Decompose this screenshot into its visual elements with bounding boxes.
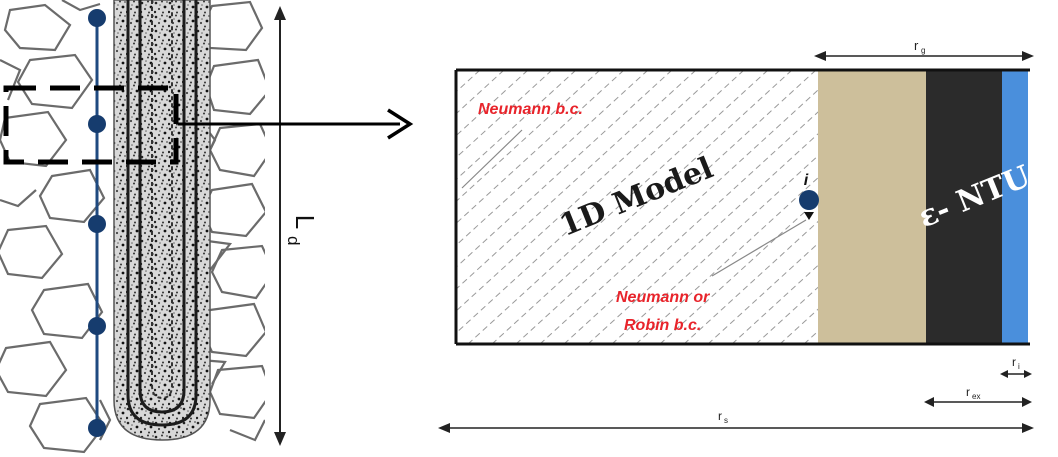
dim-rg-label: r [914,38,919,53]
dim-ri-label: r [1012,355,1016,369]
dimension-ri: r i [1000,355,1032,378]
hatch-line [467,70,769,344]
hatch-line [456,70,721,312]
dimension-rs: r s [438,409,1034,433]
hatch-line [563,111,818,344]
hatch-line [456,70,697,290]
dim-rex-sub: ex [972,392,980,401]
u-pipe [126,0,198,427]
dim-rs-sub: s [724,416,728,425]
dim-rex-label: r [966,385,970,399]
bc-top-label: Neumann b.c. [478,101,583,118]
hatch-line [611,155,818,344]
bc-bottom-label-line2: Robin b.c. [624,317,701,334]
dim-ri-sub: i [1018,362,1020,371]
hatch-line [456,70,673,268]
dim-rs-label: r [718,409,722,423]
node-i-dot [799,190,819,210]
dim-rg-sub: g [921,46,925,55]
hatch-line [491,70,793,344]
dimension-rex: r ex [924,385,1032,407]
hatch-line [587,133,818,344]
hatch-line [515,70,817,344]
node-dot [88,9,106,27]
hatch-line [456,70,745,334]
left-panel: L d [0,0,320,454]
node-dot [88,419,106,437]
length-dimension: L d [274,6,320,446]
node-dot [88,317,106,335]
selection-box [3,85,179,165]
pipe-wall-layer [926,70,1002,344]
node-i-label: i [804,172,809,189]
node-dot [88,115,106,133]
model-line [88,9,106,437]
right-panel: 1D Model ε- NTU i Neumann b.c. Neumann o… [438,38,1035,433]
hatch-line [539,89,818,344]
hatch-line [456,70,625,225]
fluid-layer [1002,70,1028,344]
length-label: L [290,215,320,229]
zoom-arrow [178,108,414,140]
grout-layer [818,70,926,344]
length-subscript: d [284,236,303,245]
bc-bottom-label-line1: Neumann or [616,289,710,306]
model-domain [456,70,818,344]
dimension-rg: r g [814,38,1034,61]
borehole [113,0,211,441]
hatch-line [635,177,818,344]
hatch-line [456,70,649,247]
node-dot [88,215,106,233]
